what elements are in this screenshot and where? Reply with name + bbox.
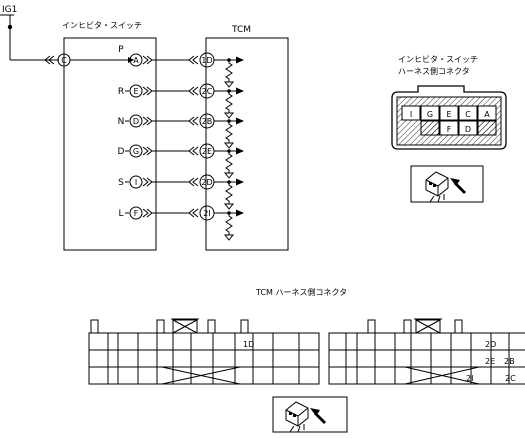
input-pin-label: C (61, 56, 67, 65)
connector-cell (439, 105, 459, 121)
junction-dot (7, 24, 13, 30)
connector-cell (420, 120, 440, 136)
tcm-connector-title: TCM ハーネス側コネクタ (255, 287, 347, 297)
tcm-connector-cell-label: 2D (485, 340, 496, 349)
tcm-connector-cell-label: 1D (243, 340, 254, 349)
connector-cell (458, 120, 478, 136)
switch-pin-circle (129, 175, 143, 189)
switch-row: PA (118, 45, 199, 67)
tcm-pin-label: 2I (203, 209, 210, 218)
switch-pin-label: F (134, 209, 139, 218)
connector-cell-label: C (465, 110, 471, 119)
tcm-pin-row: 2I (199, 205, 244, 241)
switch-position-label: N (118, 117, 125, 127)
harness-connector-view-icon (410, 165, 484, 203)
tcm-connector-cell-label: 2E (485, 357, 495, 366)
switch-position-label: R (118, 87, 124, 97)
tcm-connector-cell-label: 2B (504, 357, 515, 366)
switch-pin-label: G (133, 147, 139, 156)
tcm-pin-label: 2E (202, 147, 212, 156)
tcm-pin-row: 2B (199, 113, 244, 149)
connector-cell-label: E (446, 110, 451, 119)
tcm-title: TCM (231, 25, 251, 35)
switch-position-label: S (118, 178, 124, 188)
connector-cell (458, 105, 478, 121)
tcm-pin-label: 2B (202, 117, 213, 126)
switch-pin-circle (129, 144, 143, 158)
tcm-connector-right-block: 2D 2E 2B 2I 2C (328, 318, 525, 385)
input-pin-c: C (44, 53, 71, 67)
tcm-pin-row: 2E (199, 143, 244, 179)
switch-pin-circle (129, 114, 143, 128)
switch-pin-label: D (133, 117, 139, 126)
inhibitor-harness-connector: インヒビタ・スイッチ ハーネス側コネクタ I G E C A F D (391, 55, 507, 150)
tcm-box (205, 37, 289, 251)
switch-position-label: P (118, 45, 124, 55)
tcm-pin-row: 2C (199, 83, 244, 119)
inhibitor-connector-title-2: ハーネス側コネクタ (398, 66, 470, 76)
switch-position-label: D (118, 147, 125, 157)
connector-cell-label: F (447, 125, 452, 134)
tcm-pins: 1D 2C 2B 2E 2D 2I (199, 52, 244, 241)
switch-pin-label: I (135, 178, 137, 187)
tcm-pin-label: 2D (201, 178, 212, 187)
connector-cell (401, 105, 421, 121)
tcm-connector-cell-label: 2I (466, 374, 473, 383)
tcm-pin-label: 2C (202, 87, 213, 96)
power-source: IG1 (0, 5, 59, 61)
switch-pin-circle (129, 84, 143, 98)
switch-pin-circle (129, 206, 143, 220)
connector-cell-label: G (427, 110, 433, 119)
connector-cell-label: A (484, 110, 490, 119)
tcm-connector-cell-label: 2C (505, 374, 516, 383)
tcm-pin-label: 1D (201, 56, 212, 65)
inhibitor-switch-box (63, 37, 157, 251)
tcm-connector-left-block: 1D (88, 318, 320, 385)
tcm-harness-connector: TCM ハーネス側コネクタ 1D 2D 2E 2B 2I 2C (88, 287, 525, 385)
tcm-pin-row: 2D (199, 174, 244, 210)
connector-cell-label: D (465, 125, 471, 134)
switch-pin-label: A (133, 56, 139, 65)
connector-cell (477, 105, 497, 121)
connector-cell (477, 120, 497, 136)
connector-cell-label: I (410, 110, 412, 119)
tcm-pin-row: 1D (199, 52, 244, 88)
connector-cell (420, 105, 440, 121)
inhibitor-connector-title-1: インヒビタ・スイッチ (398, 55, 478, 64)
switch-pin-label: E (133, 87, 138, 96)
inhibitor-connector-cells: I G E C A F D (401, 105, 497, 136)
switch-position-label: L (118, 209, 123, 219)
inhibitor-switch-title: インヒビタ・スイッチ (62, 21, 142, 30)
tcm-module: TCM 1D 2C 2B 2E 2D 2I (199, 25, 289, 251)
power-label: IG1 (2, 5, 17, 15)
connector-cell (439, 120, 459, 136)
harness-connector-view-icon-bottom (272, 396, 348, 433)
switch-pin-circle (129, 53, 143, 67)
connector-body (88, 332, 320, 385)
